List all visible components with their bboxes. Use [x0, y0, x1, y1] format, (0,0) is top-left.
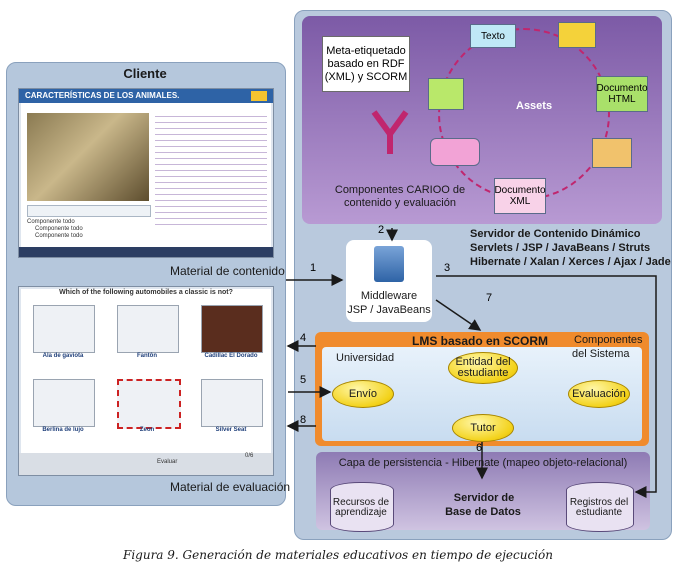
eval-material-label: Material de evaluación [170, 480, 291, 494]
dynamic-server-line2: Hibernate / Xalan / Xerces / Ajax / Jade [470, 256, 671, 268]
eval-question: Which of the following automobiles a cla… [59, 289, 233, 296]
car-label: Cadillac El Dorado [204, 353, 258, 359]
db-right-label: Registros del estudiante [569, 497, 629, 518]
progress-track [27, 205, 151, 217]
content-material-label: Material de contenido [170, 264, 285, 278]
content-screen-title: CARACTERÍSTICAS DE LOS ANIMALES. [25, 91, 180, 100]
video-asset-icon [430, 138, 480, 166]
db-title1: Servidor de [453, 492, 515, 504]
dynamic-server-line1: Servlets / JSP / JavaBeans / Struts [470, 242, 651, 254]
car-image[interactable] [33, 305, 95, 353]
db-cylinder-left [330, 482, 394, 532]
xml-asset: Documento XML [494, 178, 546, 214]
evaluar-button[interactable]: Evaluar [157, 459, 178, 465]
eval-footer [19, 453, 273, 475]
dynamic-server-title: Servidor de Contenido Dinámico [470, 228, 641, 240]
universidad-label: Universidad [336, 352, 395, 364]
shapes-asset-icon [428, 78, 464, 110]
middleware-label: Middleware [360, 290, 418, 302]
html-asset: Documento HTML [596, 76, 648, 112]
lms-title: LMS basado en SCORM [412, 334, 549, 348]
middleware-sub: JSP / JavaBeans [347, 304, 431, 316]
lms-components: Componentes [574, 334, 643, 346]
car-label: Fantôn [137, 353, 157, 359]
content-text-block [155, 111, 267, 227]
component-tree: Componente todo Componente todo Componen… [27, 219, 149, 243]
arrow-label: 6 [476, 442, 483, 454]
db-title2: Base de Datos [445, 506, 521, 518]
assets-label: Assets [516, 100, 553, 112]
car-label: Ala de gaviota [42, 353, 84, 359]
animals-photo [27, 113, 149, 201]
arrow-label: 5 [300, 374, 307, 386]
client-title: Cliente [123, 66, 167, 81]
entidad-node: Entidad del estudiante [448, 352, 518, 384]
arrow-label: 8 [300, 414, 307, 426]
car-image[interactable] [201, 305, 263, 353]
car-image[interactable] [117, 305, 179, 353]
arrow-label: 3 [444, 262, 451, 274]
car-label: Silver Seat [215, 427, 247, 433]
score-text: 0/6 [245, 453, 254, 459]
car-image-selected[interactable] [117, 379, 181, 429]
tree-sub-item[interactable]: Componente todo [35, 226, 83, 232]
content-screen-footer [19, 247, 273, 257]
metatag-box: Meta-etiquetado basado en RDF (XML) y SC… [322, 36, 410, 92]
persistence-label: Capa de persistencia - Hibernate (mapeo … [338, 457, 628, 469]
arrow-label: 7 [486, 292, 493, 304]
figure-caption: Figura 9. Generación de materiales educa… [123, 548, 553, 562]
car-image[interactable] [33, 379, 95, 427]
image-asset-icon [592, 138, 632, 168]
arrow-label: 4 [300, 332, 307, 344]
db-left-label: Recursos de aprendizaje [332, 497, 390, 518]
car-label: Zeon [139, 427, 155, 433]
tree-item[interactable]: Componente todo [27, 219, 75, 225]
eval-screen: Which of the following automobiles a cla… [18, 286, 274, 476]
lms-components2: del Sistema [572, 348, 630, 360]
java-logo-icon [374, 246, 404, 282]
content-screen: CARACTERÍSTICAS DE LOS ANIMALES. Compone… [18, 88, 274, 258]
audio-asset-icon [558, 22, 596, 48]
connector-y [371, 110, 409, 154]
text-asset: Texto [470, 24, 516, 48]
evaluacion-node: Evaluación [568, 380, 630, 408]
arrow-label: 1 [310, 262, 317, 274]
components-label: Componentes CARIOO de contenido y evalua… [334, 184, 466, 209]
tree-sub-item[interactable]: Componente todo [35, 233, 83, 239]
arrow-label: 2 [378, 224, 385, 236]
car-image[interactable] [201, 379, 263, 427]
car-label: Berlina de lujo [42, 427, 84, 433]
content-screen-titlebar [19, 89, 273, 103]
logo-icon [251, 91, 267, 101]
envio-node: Envío [332, 380, 394, 408]
tutor-node: Tutor [452, 414, 514, 442]
db-cylinder-right [566, 482, 634, 532]
